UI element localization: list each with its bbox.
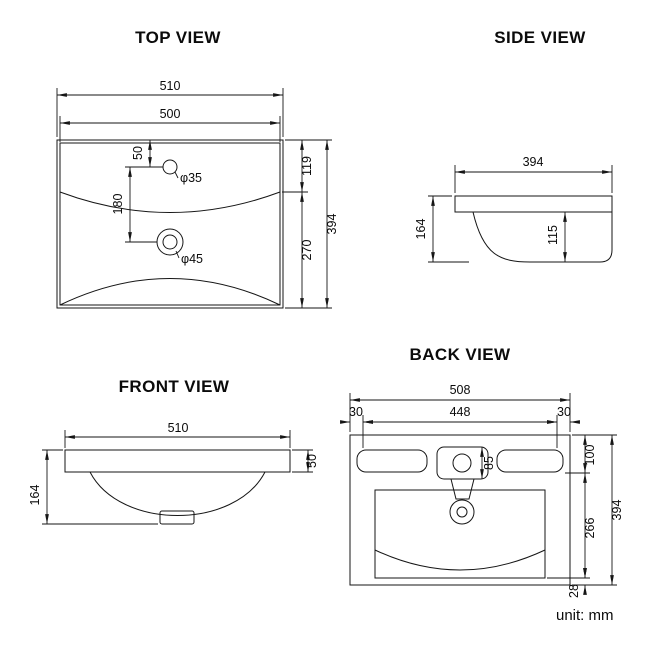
back-view-drawing: 508 30 448 30 85 100 266 28 394 [340,383,624,598]
dim-front-height: 164 [28,485,42,506]
back-bowl-body [374,489,546,579]
top-view-title: TOP VIEW [135,28,221,47]
dim-top-total-depth: 394 [325,214,339,235]
dim-front-width: 510 [168,421,189,435]
unit-label: unit: mm [556,607,614,624]
side-view-title: SIDE VIEW [494,28,586,47]
side-view-dimension-lines [428,165,613,263]
back-drain-outer [449,499,475,525]
dim-top-faucet-offset: 50 [131,146,145,160]
top-view-drawing: 510 500 50 180 φ35 φ45 119 270 394 [56,79,339,309]
dim-top-faucet-hole-dia: φ35 [180,171,202,185]
drain-hole-outer [156,228,184,256]
back-overflow-bracket [436,446,489,480]
back-left-slot [356,449,428,473]
dim-top-outer-width: 510 [160,79,181,93]
dim-back-left-margin: 30 [349,405,363,419]
back-drain-inner [456,506,468,518]
back-right-slot [496,449,564,473]
back-view-title: BACK VIEW [409,345,511,364]
dim-back-lower-height: 28 [567,584,581,598]
dim-top-inner-width: 500 [160,107,181,121]
dim-side-depth: 394 [523,155,544,169]
faucet-hole [162,159,178,175]
dim-side-bowl-depth: 115 [546,225,560,245]
dim-back-total-width: 508 [450,383,471,397]
front-view-dimension-lines [42,430,313,525]
dim-back-middle-height: 266 [583,518,597,539]
side-view-drawing: 394 164 115 [414,155,613,263]
back-bowl-curve [374,549,546,571]
front-view-basin-outline [64,449,291,525]
dim-top-faucet-to-drain: 180 [111,194,125,215]
back-view-dimension-lines [340,393,617,595]
top-view-basin-outline [56,139,284,309]
front-view-title: FRONT VIEW [118,377,230,396]
dim-side-height: 164 [414,219,428,240]
back-overflow-hole [452,453,472,473]
dim-back-total-height: 394 [610,500,624,521]
front-drain [159,510,195,525]
front-view-drawing: 510 50 164 [28,421,319,525]
dim-top-back-depth: 119 [300,156,314,176]
dim-back-inner-width: 448 [450,405,471,419]
dim-back-upper-height: 100 [583,445,597,466]
back-drain-funnel [450,478,475,500]
dim-back-right-margin: 30 [557,405,571,419]
drain-hole-inner [162,234,178,250]
back-view-basin-outline [349,434,571,586]
top-view-dimension-lines [56,88,332,309]
dim-back-bracket-height: 85 [482,456,496,470]
dim-front-rim-thickness: 50 [305,454,319,468]
dim-top-front-depth: 270 [300,240,314,261]
dim-top-drain-hole-dia: φ45 [181,252,203,266]
side-view-basin-outline [454,195,613,263]
